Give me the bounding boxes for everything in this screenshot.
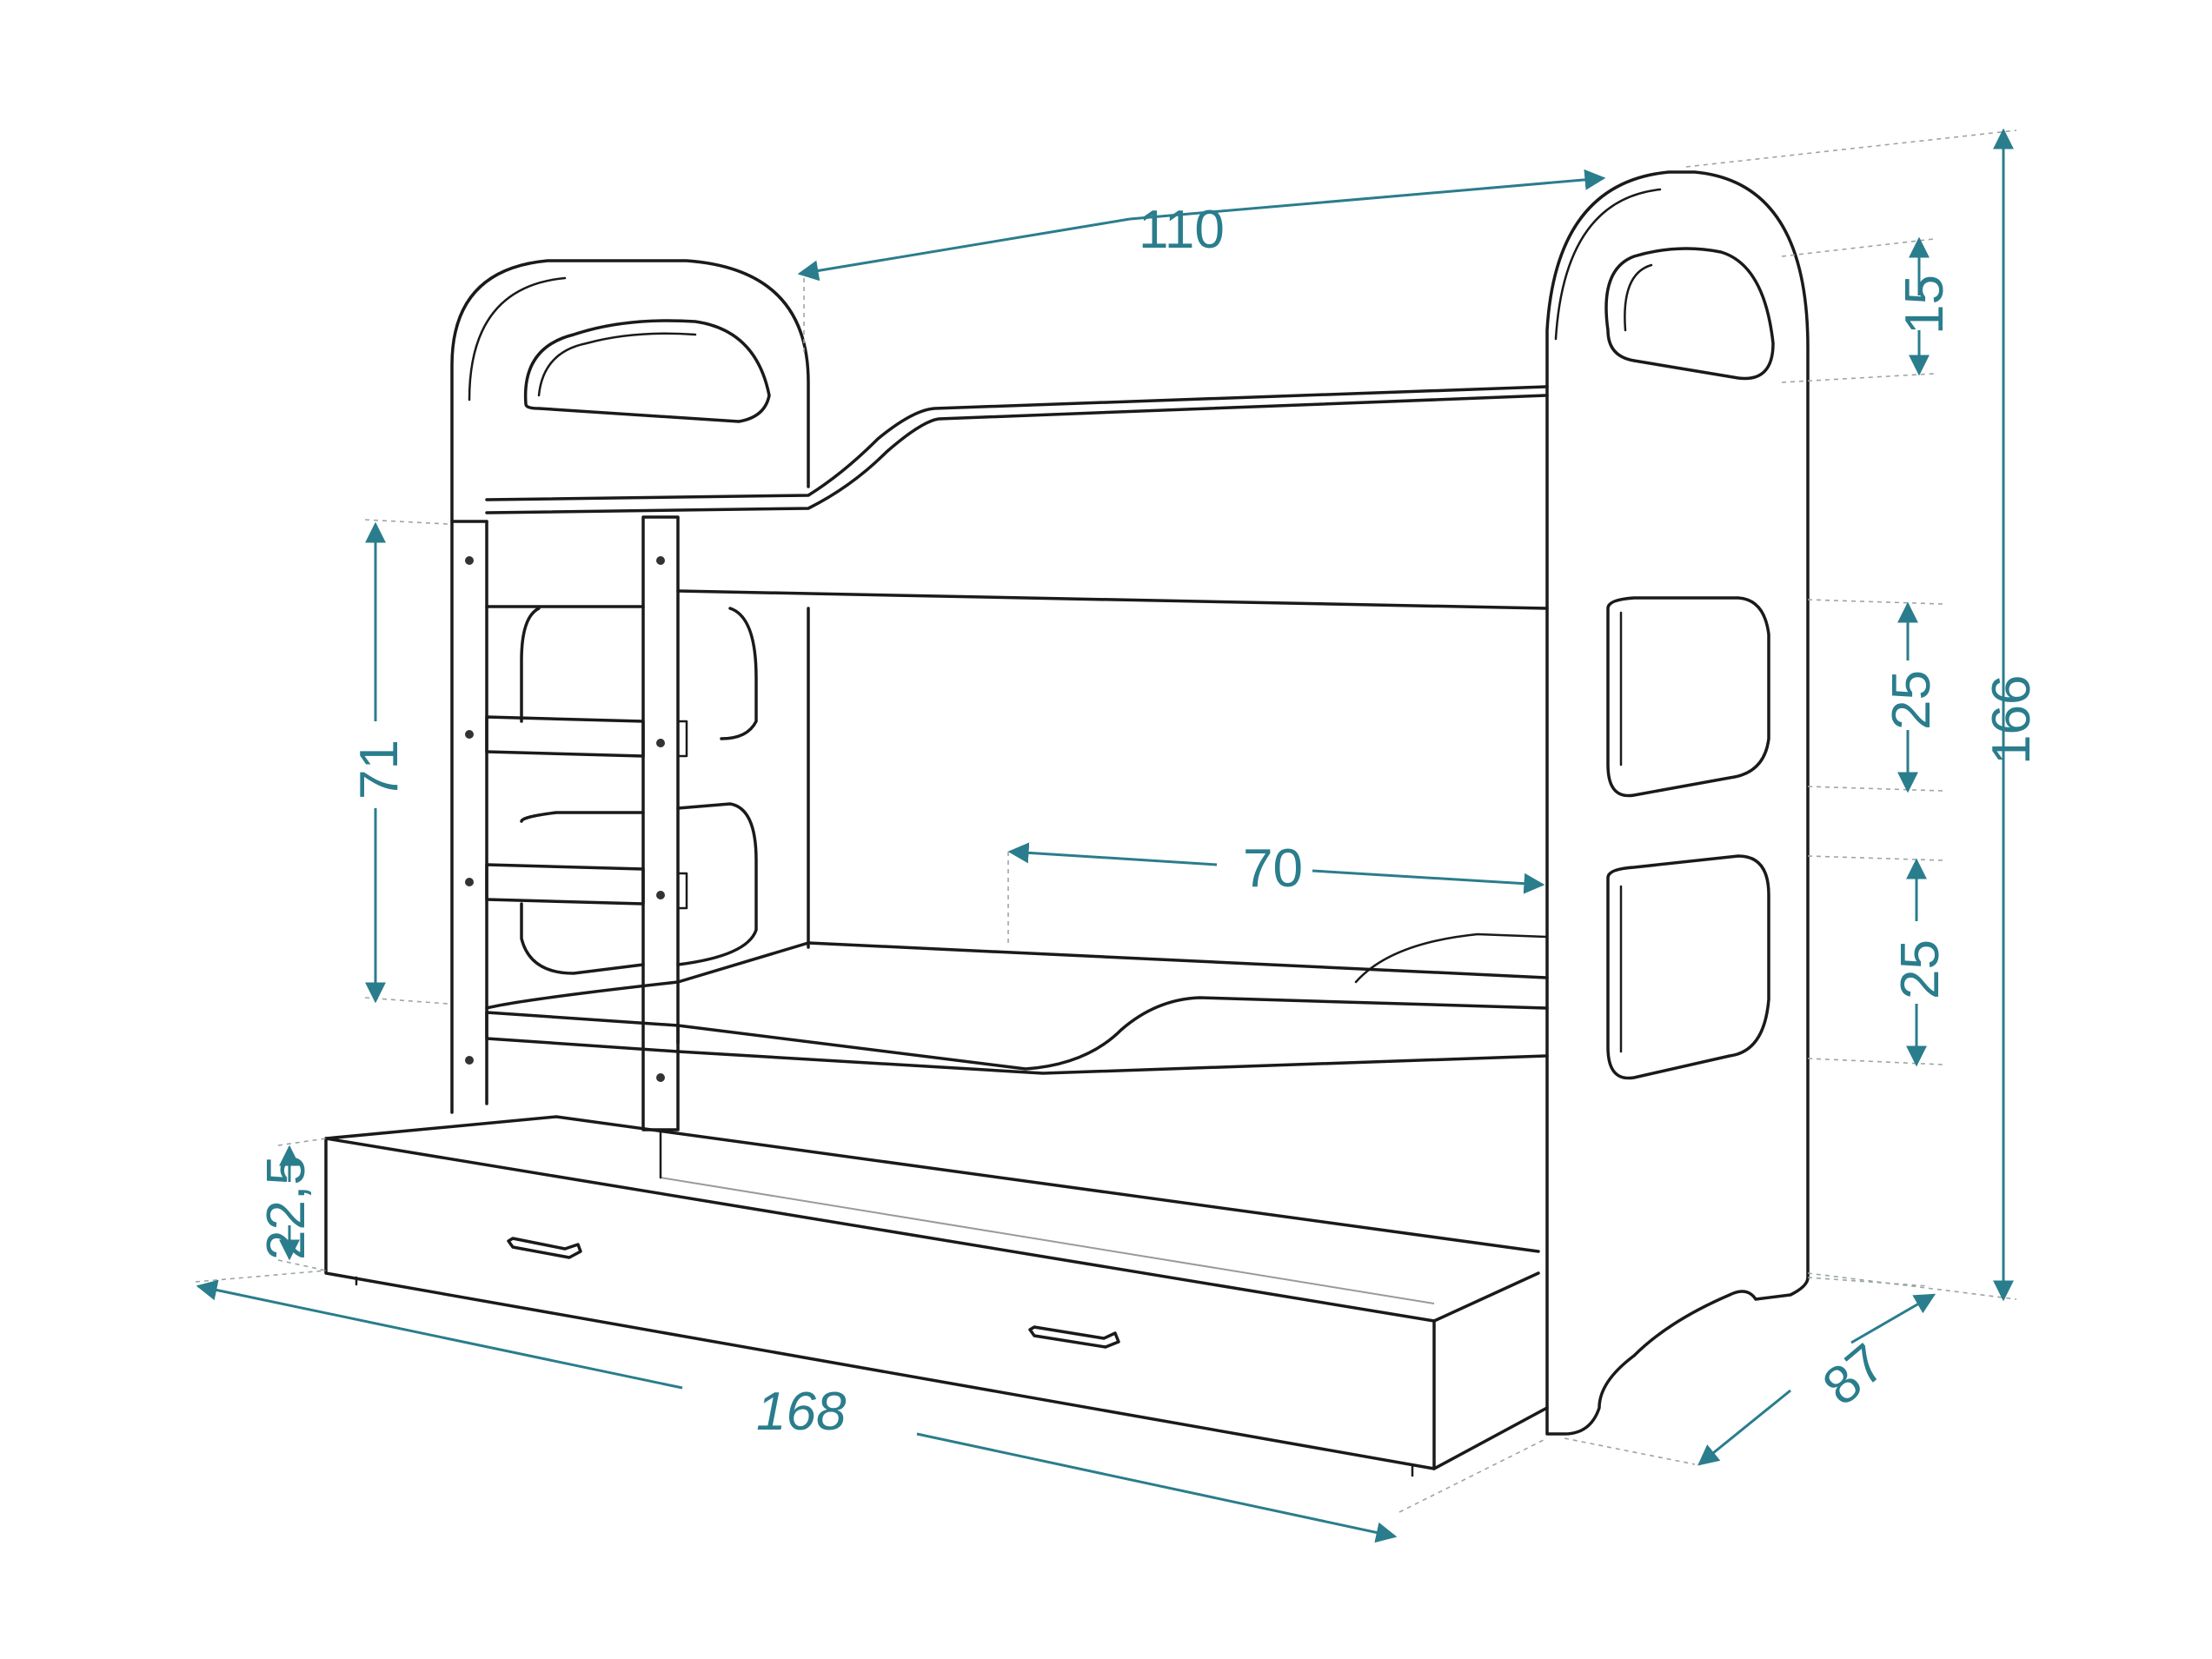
- dim-total-height: 166: [1982, 675, 2042, 765]
- right-lower-window: [1606, 854, 1770, 1080]
- drawer-top: [324, 1115, 1540, 1253]
- left-top-window: [523, 319, 771, 423]
- right-upper-window: [1606, 596, 1770, 798]
- dim-rail-length: 70: [1243, 839, 1303, 899]
- upper-bunk-front: [485, 394, 1549, 514]
- dim-lower-window: 25: [1890, 939, 1950, 999]
- drawer-front: [324, 1137, 1436, 1470]
- ladder-rung-lower: [485, 863, 645, 906]
- left-headboard: [450, 259, 810, 1114]
- dim-top-width: 110: [1139, 200, 1225, 260]
- lower-bunk: [485, 941, 1549, 1010]
- dim-length: 168: [756, 1382, 847, 1442]
- dim-drawer-height: 22,5: [256, 1155, 316, 1260]
- right-top-window: [1604, 247, 1775, 381]
- ladder-rung-upper: [485, 715, 645, 758]
- right-headboard: [1545, 170, 1810, 1436]
- dim-ladder-height: 71: [349, 740, 409, 800]
- ladder-bolts: [465, 556, 665, 1082]
- bed-outline: [324, 170, 1810, 1477]
- dim-top-window: 15: [1895, 275, 1955, 335]
- dimension-lines: [195, 128, 2017, 1543]
- dim-depth: 87: [1812, 1333, 1896, 1417]
- drawer-handle-right: [1028, 1325, 1120, 1349]
- dim-upper-window: 25: [1882, 670, 1942, 730]
- drawer-handle-left: [507, 1237, 582, 1259]
